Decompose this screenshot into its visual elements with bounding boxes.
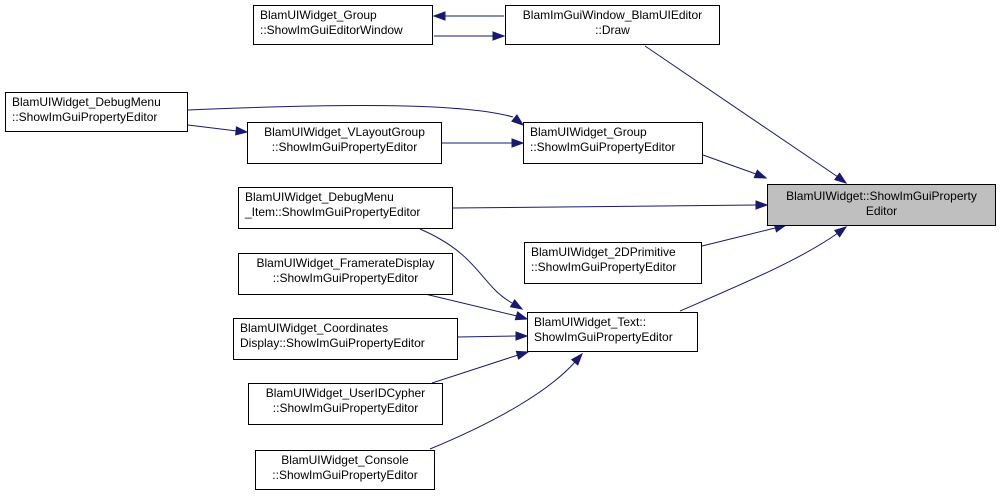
node-text[interactable]: BlamUIWidget_Text:: ShowImGuiPropertyEdi… xyxy=(527,312,698,352)
edge-console-to-text xyxy=(429,361,576,450)
node-coordinates-display[interactable]: BlamUIWidget_Coordinates Display::ShowIm… xyxy=(233,318,458,360)
edge-useridcypher-to-text xyxy=(431,354,519,384)
node-group-prop[interactable]: BlamUIWidget_Group ::ShowImGuiPropertyEd… xyxy=(523,122,703,164)
edge-imgui_window_draw-to-target xyxy=(644,45,839,178)
edge-debugmenu-to-group_prop xyxy=(187,105,514,118)
arrowhead-vlayoutgroup-to-group_prop xyxy=(511,138,525,148)
node-2dprimitive-line2: ::ShowImGuiPropertyEditor xyxy=(531,260,677,274)
node-vlayoutgroup-line2: ::ShowImGuiPropertyEditor xyxy=(271,140,418,154)
node-group-editor-window[interactable]: BlamUIWidget_Group ::ShowImGuiEditorWind… xyxy=(253,5,433,45)
node-useridcypher-line1: BlamUIWidget_UserIDCypher xyxy=(265,386,426,400)
arrowhead-framerate-to-text xyxy=(514,311,529,321)
node-group-prop-line1: BlamUIWidget_Group xyxy=(530,125,647,139)
node-debugmenu-item-line1: BlamUIWidget_DebugMenu xyxy=(245,190,394,204)
arrowhead-coordinates-to-text xyxy=(515,331,529,341)
arrowhead-imgui_window_draw-to-target xyxy=(833,172,848,184)
node-vlayoutgroup[interactable]: BlamUIWidget_VLayoutGroup ::ShowImGuiPro… xyxy=(247,122,442,164)
edge-group_prop-to-target xyxy=(702,154,757,175)
arrowhead-debugmenu_item-to-text xyxy=(509,299,524,310)
node-imgui-window-draw-line2: ::Draw xyxy=(595,23,630,37)
edge-primitive2d-to-target xyxy=(701,227,776,247)
edge-debugmenu_item-to-text xyxy=(419,228,513,304)
arrowhead-group_prop-to-target xyxy=(753,169,768,179)
edge-coordinates-to-text xyxy=(457,335,517,338)
edge-debugmenu-to-vlayoutgroup xyxy=(187,124,238,132)
node-console-line1: BlamUIWidget_Console xyxy=(281,453,409,467)
arrowhead-text-to-target xyxy=(833,226,848,238)
node-target: BlamUIWidget::ShowImGuiProperty Editor xyxy=(767,184,996,226)
node-framerate-display-line1: BlamUIWidget_FramerateDisplay xyxy=(256,256,435,270)
node-group-prop-line2: ::ShowImGuiPropertyEditor xyxy=(530,140,676,154)
node-text-line2: ShowImGuiPropertyEditor xyxy=(534,330,673,344)
edge-text-to-target xyxy=(679,232,839,312)
node-vlayoutgroup-line1: BlamUIWidget_VLayoutGroup xyxy=(264,125,425,139)
node-framerate-display-line2: ::ShowImGuiPropertyEditor xyxy=(272,271,419,285)
arrowhead-console-to-text xyxy=(570,352,583,366)
arrowhead-debugmenu-to-group_prop xyxy=(511,114,525,126)
node-2dprimitive-line1: BlamUIWidget_2DPrimitive xyxy=(531,245,676,259)
node-target-line1: BlamUIWidget::ShowImGuiProperty xyxy=(786,189,977,203)
arrowhead-group_editor_window-to-imgui_window_draw xyxy=(492,31,506,41)
node-debugmenu-line1: BlamUIWidget_DebugMenu xyxy=(12,95,161,109)
node-debugmenu-line2: ::ShowImGuiPropertyEditor xyxy=(12,110,158,124)
arrowhead-debugmenu-to-vlayoutgroup xyxy=(235,126,249,136)
node-coordinates-display-line2: Display::ShowImGuiPropertyEditor xyxy=(240,336,425,350)
node-debugmenu-item-line2: _Item::ShowImGuiPropertyEditor xyxy=(245,205,421,219)
edge-debugmenu_item-to-target xyxy=(452,204,757,209)
node-group-editor-window-line1: BlamUIWidget_Group xyxy=(260,8,377,22)
node-debugmenu-item[interactable]: BlamUIWidget_DebugMenu _Item::ShowImGuiP… xyxy=(238,187,453,229)
arrowhead-imgui_window_draw-to-group_editor_window xyxy=(432,11,446,21)
arrowhead-useridcypher-to-text xyxy=(515,350,530,360)
node-2dprimitive[interactable]: BlamUIWidget_2DPrimitive ::ShowImGuiProp… xyxy=(524,242,702,284)
node-framerate-display[interactable]: BlamUIWidget_FramerateDisplay ::ShowImGu… xyxy=(238,253,453,295)
node-group-editor-window-line2: ::ShowImGuiEditorWindow xyxy=(260,23,403,37)
node-coordinates-display-line1: BlamUIWidget_Coordinates xyxy=(240,321,389,335)
node-target-line2: Editor xyxy=(865,204,898,218)
arrowhead-debugmenu_item-to-target xyxy=(755,200,769,210)
edge-framerate-to-text xyxy=(424,293,518,317)
node-console[interactable]: BlamUIWidget_Console ::ShowImGuiProperty… xyxy=(255,450,435,490)
node-text-line1: BlamUIWidget_Text:: xyxy=(534,315,647,329)
node-useridcypher-line2: ::ShowImGuiPropertyEditor xyxy=(272,401,419,415)
node-useridcypher[interactable]: BlamUIWidget_UserIDCypher ::ShowImGuiPro… xyxy=(248,383,443,425)
node-console-line2: ::ShowImGuiPropertyEditor xyxy=(272,468,418,482)
node-imgui-window-draw-line1: BlamImGuiWindow_BlamUIEditor xyxy=(522,8,703,22)
node-imgui-window-draw[interactable]: BlamImGuiWindow_BlamUIEditor ::Draw xyxy=(505,5,720,45)
node-debugmenu[interactable]: BlamUIWidget_DebugMenu ::ShowImGuiProper… xyxy=(5,92,188,132)
